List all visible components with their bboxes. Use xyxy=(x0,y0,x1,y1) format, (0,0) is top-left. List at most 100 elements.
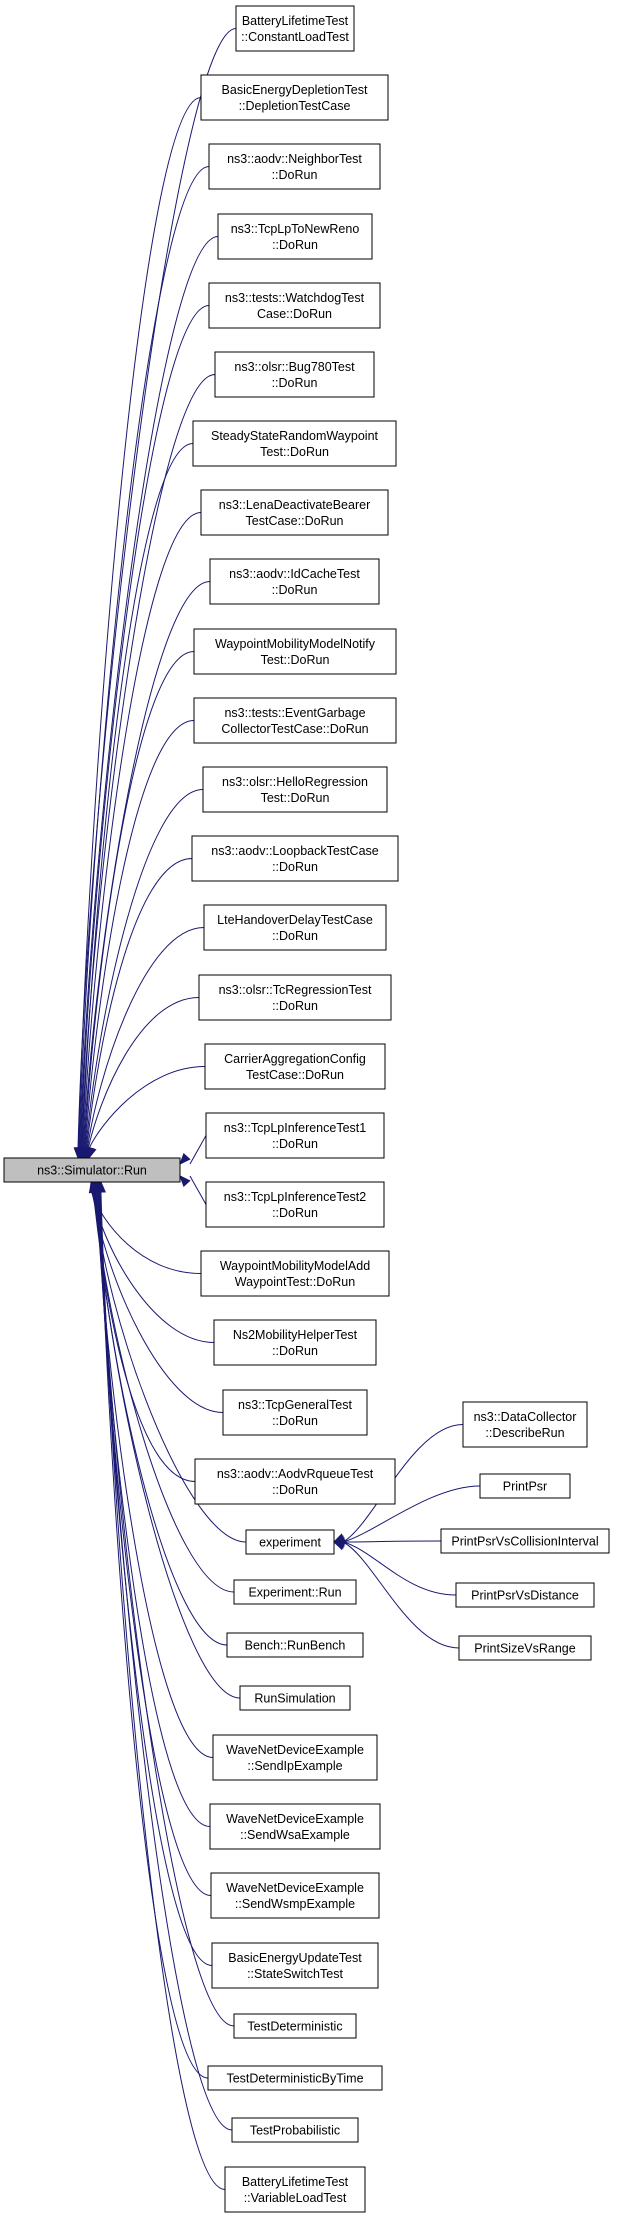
caller-node-wavenetdeviceexample-sendwsmpexample-label-line-2: ::SendWsmpExample xyxy=(235,1897,355,1911)
caller-node-experiment-run-label-line-1: Experiment::Run xyxy=(248,1586,341,1600)
caller-node-experiment-label-line-1: experiment xyxy=(259,1536,321,1550)
caller-node-ns3-tcplpinferencetest1-dorun-box xyxy=(205,1112,385,1159)
experiment-caller-node-printpsr[interactable]: PrintPsr xyxy=(479,1473,571,1499)
caller-node-experiment-run-box xyxy=(233,1579,357,1605)
edge-ns3-tests-eventgarbage-collectortestcase-dorun xyxy=(84,720,195,1150)
caller-node-runsimulation-label-line-1: RunSimulation xyxy=(254,1692,335,1706)
caller-node-waypointmobilitymodeladd-waypointtest-dorun-box xyxy=(200,1250,390,1297)
caller-node-ns3-olsr-bug780test-dorun[interactable]: ns3::olsr::Bug780Test::DoRun xyxy=(214,351,375,398)
caller-node-ns3-tcpgeneraltest-dorun-label-line-2: ::DoRun xyxy=(272,1414,318,1428)
caller-node-ns3-tcpgeneraltest-dorun[interactable]: ns3::TcpGeneralTest::DoRun xyxy=(222,1389,368,1436)
caller-node-basicenergyupdatetest-stateswitchtest-label-line-2: ::StateSwitchTest xyxy=(247,1967,343,1981)
experiment-caller-node-ns3-datacollector-describerun[interactable]: ns3::DataCollector::DescribeRun xyxy=(462,1401,588,1448)
caller-node-wavenetdeviceexample-sendwsaexample[interactable]: WaveNetDeviceExample::SendWsaExample xyxy=(209,1803,381,1850)
caller-node-ns3-olsr-tcregressiontest-dorun-label-line-1: ns3::olsr::TcRegressionTest xyxy=(219,983,372,997)
caller-node-ns3-tcplpinferencetest2-dorun-label-line-1: ns3::TcpLpInferenceTest2 xyxy=(224,1190,366,1204)
edge-batterylifetimetest-constantloadtest xyxy=(77,28,237,1150)
caller-node-basicenergyupdatetest-stateswitchtest-box xyxy=(211,1942,379,1989)
caller-node-batterylifetimetest-constantloadtest[interactable]: BatteryLifetimeTest::ConstantLoadTest xyxy=(235,5,355,52)
caller-node-ns3-olsr-tcregressiontest-dorun[interactable]: ns3::olsr::TcRegressionTest::DoRun xyxy=(198,974,392,1021)
experiment-caller-node-printpsrvscollisioninterval[interactable]: PrintPsrVsCollisionInterval xyxy=(440,1528,610,1554)
caller-node-ns3-aodv-neighbortest-dorun[interactable]: ns3::aodv::NeighborTest::DoRun xyxy=(208,143,381,190)
arrowhead-ns3-tcplpinferencetest1-dorun xyxy=(179,1153,191,1165)
caller-node-experiment-box xyxy=(245,1529,335,1555)
caller-node-waypointmobilitymodelnotify-test-dorun-label-line-1: WaypointMobilityModelNotify xyxy=(215,637,376,651)
caller-node-batterylifetimetest-variableloadtest[interactable]: BatteryLifetimeTest::VariableLoadTest xyxy=(224,2166,366,2213)
caller-node-carrieraggregationconfig-testcase-dorun-label-line-1: CarrierAggregationConfig xyxy=(224,1052,366,1066)
caller-node-ns3-aodv-aodvrqueuetest-dorun[interactable]: ns3::aodv::AodvRqueueTest::DoRun xyxy=(194,1458,396,1505)
caller-node-ns3-tests-eventgarbage-collectortestcase-dorun[interactable]: ns3::tests::EventGarbageCollectorTestCas… xyxy=(193,697,397,744)
caller-node-ns3-aodv-neighbortest-dorun-label-line-1: ns3::aodv::NeighborTest xyxy=(227,152,362,166)
edge-ns3-tcplpinferencetest1-dorun xyxy=(189,1135,207,1165)
caller-node-wavenetdeviceexample-sendwsmpexample[interactable]: WaveNetDeviceExample::SendWsmpExample xyxy=(210,1872,380,1919)
caller-node-testdeterministicbytime[interactable]: TestDeterministicByTime xyxy=(207,2065,383,2091)
caller-node-wavenetdeviceexample-sendipexample-box xyxy=(212,1734,378,1781)
caller-node-ns3-olsr-helloregression-test-dorun-label-line-2: Test::DoRun xyxy=(261,791,330,805)
caller-node-experiment-run[interactable]: Experiment::Run xyxy=(233,1579,357,1605)
caller-node-ltehandoverdelaytestcase-dorun[interactable]: LteHandoverDelayTestCase::DoRun xyxy=(203,904,387,951)
caller-node-waypointmobilitymodelnotify-test-dorun-box xyxy=(193,628,397,675)
experiment-caller-node-printpsrvsdistance-box xyxy=(455,1582,595,1608)
caller-node-ns3-lenadeactivatebearer-testcase-dorun-label-line-1: ns3::LenaDeactivateBearer xyxy=(219,498,370,512)
caller-node-runsimulation[interactable]: RunSimulation xyxy=(239,1685,351,1711)
edges-layer xyxy=(73,28,481,2190)
caller-node-batterylifetimetest-variableloadtest-label-line-1: BatteryLifetimeTest xyxy=(242,2175,349,2189)
caller-node-ns3-tcplpinferencetest1-dorun[interactable]: ns3::TcpLpInferenceTest1::DoRun xyxy=(205,1112,385,1159)
caller-node-ns3-aodv-idcachetest-dorun[interactable]: ns3::aodv::IdCacheTest::DoRun xyxy=(209,558,380,605)
caller-node-ns3-tcpgeneraltest-dorun-box xyxy=(222,1389,368,1436)
caller-node-ns3-olsr-tcregressiontest-dorun-label-line-2: ::DoRun xyxy=(272,999,318,1013)
experiment-caller-node-printsizevsrange[interactable]: PrintSizeVsRange xyxy=(458,1635,592,1661)
caller-node-ns3-tests-eventgarbage-collectortestcase-dorun-label-line-2: CollectorTestCase::DoRun xyxy=(221,722,368,736)
caller-node-carrieraggregationconfig-testcase-dorun-label-line-2: TestCase::DoRun xyxy=(246,1068,344,1082)
root-node-simulator-run-label-line-1: ns3::Simulator::Run xyxy=(37,1164,147,1178)
caller-node-ns3-aodv-aodvrqueuetest-dorun-label-line-2: ::DoRun xyxy=(272,1483,318,1497)
caller-node-bench-runbench[interactable]: Bench::RunBench xyxy=(226,1632,364,1658)
caller-node-testdeterministic[interactable]: TestDeterministic xyxy=(233,2013,357,2039)
caller-node-wavenetdeviceexample-sendwsmpexample-box xyxy=(210,1872,380,1919)
caller-node-waypointmobilitymodeladd-waypointtest-dorun[interactable]: WaypointMobilityModelAddWaypointTest::Do… xyxy=(200,1250,390,1297)
edge-waypointmobilitymodelnotify-test-dorun xyxy=(83,651,195,1150)
caller-node-ltehandoverdelaytestcase-dorun-label-line-1: LteHandoverDelayTestCase xyxy=(217,913,373,927)
caller-node-ns3-tcplpinferencetest2-dorun[interactable]: ns3::TcpLpInferenceTest2::DoRun xyxy=(205,1181,385,1228)
caller-node-basicenergyupdatetest-stateswitchtest[interactable]: BasicEnergyUpdateTest::StateSwitchTest xyxy=(211,1942,379,1989)
caller-node-ns2mobilityhelpertest-dorun-box xyxy=(213,1319,377,1366)
caller-node-ns3-tcplptonewreno-dorun[interactable]: ns3::TcpLpToNewReno::DoRun xyxy=(217,213,373,260)
nodes-layer: ns3::Simulator::RunBatteryLifetimeTest::… xyxy=(3,5,610,2213)
caller-node-ns3-tcplptonewreno-dorun-box xyxy=(217,213,373,260)
edge-testdeterministicbytime xyxy=(99,1190,209,2079)
caller-node-ns2mobilityhelpertest-dorun[interactable]: Ns2MobilityHelperTest::DoRun xyxy=(213,1319,377,1366)
caller-node-ns3-olsr-bug780test-dorun-box xyxy=(214,351,375,398)
caller-node-wavenetdeviceexample-sendipexample[interactable]: WaveNetDeviceExample::SendIpExample xyxy=(212,1734,378,1781)
caller-node-testprobabilistic[interactable]: TestProbabilistic xyxy=(231,2117,359,2143)
experiment-caller-node-ns3-datacollector-describerun-label-line-2: ::DescribeRun xyxy=(485,1426,564,1440)
caller-node-ns3-aodv-loopbacktestcase-dorun[interactable]: ns3::aodv::LoopbackTestCase::DoRun xyxy=(191,835,399,882)
caller-node-ltehandoverdelaytestcase-dorun-box xyxy=(203,904,387,951)
caller-node-waypointmobilitymodeladd-waypointtest-dorun-label-line-2: WaypointTest::DoRun xyxy=(235,1275,355,1289)
root-node-simulator-run[interactable]: ns3::Simulator::Run xyxy=(3,1157,181,1183)
caller-node-ns3-aodv-neighbortest-dorun-label-line-2: ::DoRun xyxy=(272,168,318,182)
caller-node-batterylifetimetest-variableloadtest-box xyxy=(224,2166,366,2213)
caller-node-ns3-olsr-bug780test-dorun-label-line-2: ::DoRun xyxy=(272,376,318,390)
edge-ns3-olsr-helloregression-test-dorun xyxy=(85,789,204,1150)
caller-node-ns3-tcplptonewreno-dorun-label-line-1: ns3::TcpLpToNewReno xyxy=(231,222,360,236)
caller-node-basicenergydepletiontest-depletiontestcase-label-line-1: BasicEnergyDepletionTest xyxy=(222,83,368,97)
caller-node-testdeterministic-box xyxy=(233,2013,357,2039)
caller-node-steadystaterandomwaypoint-test-dorun-label-line-1: SteadyStateRandomWaypoint xyxy=(211,429,379,443)
caller-node-batterylifetimetest-constantloadtest-label-line-1: BatteryLifetimeTest xyxy=(242,14,349,28)
edge-steadystaterandomwaypoint-test-dorun xyxy=(81,443,194,1150)
experiment-caller-node-printpsrvsdistance[interactable]: PrintPsrVsDistance xyxy=(455,1582,595,1608)
caller-node-experiment[interactable]: experiment xyxy=(245,1529,335,1555)
experiment-caller-node-printpsr-label-line-1: PrintPsr xyxy=(503,1480,547,1494)
experiment-caller-node-printpsrvsdistance-label-line-1: PrintPsrVsDistance xyxy=(471,1589,579,1603)
caller-node-basicenergydepletiontest-depletiontestcase[interactable]: BasicEnergyDepletionTest::DepletionTestC… xyxy=(200,74,389,121)
caller-node-carrieraggregationconfig-testcase-dorun-box xyxy=(204,1043,386,1090)
arrowhead-ns3-tcplpinferencetest2-dorun xyxy=(179,1175,191,1187)
caller-node-waypointmobilitymodeladd-waypointtest-dorun-label-line-1: WaypointMobilityModelAdd xyxy=(220,1259,370,1273)
caller-node-ns3-tcplptonewreno-dorun-label-line-2: ::DoRun xyxy=(272,238,318,252)
